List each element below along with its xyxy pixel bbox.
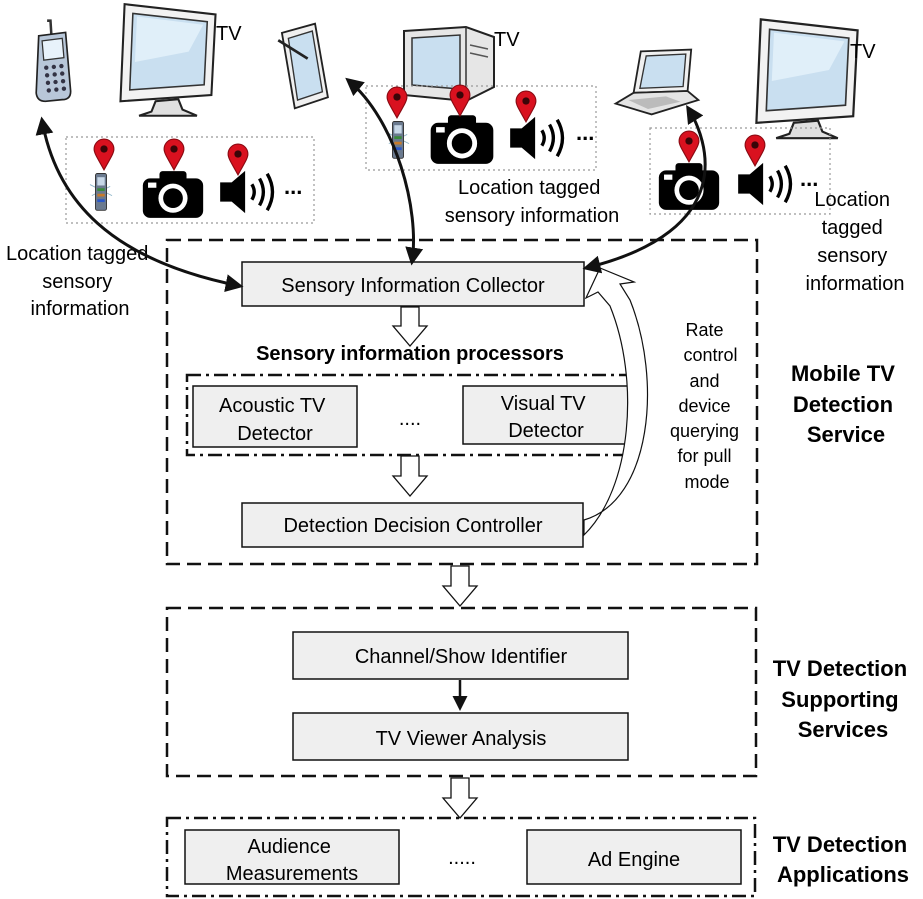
- channel-show-identifier[interactable]: Channel/Show Identifier: [292, 631, 629, 680]
- location-pin-icon: [163, 138, 185, 171]
- flow-arrow-hollow: [441, 565, 479, 608]
- collector-label: Sensory Information Collector: [281, 275, 545, 297]
- acoustic-tv-detector[interactable]: Acoustic TV Detector: [192, 385, 358, 448]
- tablet-icon: [276, 22, 330, 110]
- speaker-icon: [736, 161, 793, 207]
- ellipsis: ...: [576, 120, 594, 145]
- location-pin-icon: [515, 90, 537, 123]
- flow-arrow-hollow: [441, 777, 479, 820]
- tv-label: TV: [850, 41, 876, 63]
- processors-ellipsis: ....: [399, 408, 421, 430]
- ad-engine-label: Ad Engine: [588, 849, 680, 871]
- camera-icon: [430, 115, 494, 164]
- device-link-arrow: [582, 104, 707, 274]
- middle-caption: Location tagged sensory information: [445, 177, 620, 227]
- tv-label: TV: [494, 29, 520, 51]
- sensory-information-collector[interactable]: Sensory Information Collector: [241, 261, 585, 307]
- speaker-icon: [218, 169, 275, 215]
- right-caption: Location tagged sensory information: [806, 189, 905, 295]
- camera-icon: [658, 163, 720, 210]
- visual-tv-detector[interactable]: Visual TV Detector: [462, 385, 629, 445]
- applications-label: TV Detection Applications: [773, 832, 914, 887]
- decision-controller-label: Detection Decision Controller: [283, 515, 542, 537]
- applications-container: [165, 816, 757, 898]
- tv-viewer-analysis[interactable]: TV Viewer Analysis: [292, 712, 629, 761]
- tv-icon: [119, 3, 217, 117]
- supporting-services-label: TV Detection Supporting Services: [773, 656, 914, 742]
- sensor-icon: [89, 173, 113, 211]
- acoustic-detector-label: Acoustic TV Detector: [219, 395, 331, 445]
- channel-identifier-label: Channel/Show Identifier: [355, 646, 568, 668]
- tv-label: TV: [216, 23, 242, 45]
- audience-measurements[interactable]: Audience Measurements: [184, 829, 400, 885]
- location-pin-icon: [93, 138, 115, 171]
- ad-engine[interactable]: Ad Engine: [526, 829, 742, 885]
- visual-detector-label: Visual TV Detector: [501, 393, 591, 442]
- location-pin-icon: [678, 130, 700, 163]
- sensor-group-box: [649, 127, 831, 215]
- crt-tv-icon: [402, 25, 496, 103]
- applications-ellipsis: .....: [448, 847, 476, 869]
- audience-measurements-label: Audience Measurements: [226, 836, 358, 885]
- device-link-arrow: [35, 116, 244, 292]
- detection-decision-controller[interactable]: Detection Decision Controller: [241, 502, 584, 548]
- mobile-service-label: Mobile TV Detection Service: [791, 361, 901, 447]
- location-pin-icon: [386, 86, 408, 119]
- location-pin-icon: [227, 143, 249, 176]
- supporting-services-container: [165, 606, 758, 778]
- flow-arrow-hollow: [391, 455, 429, 498]
- laptop-icon: [614, 48, 700, 116]
- tv-icon: [755, 18, 859, 140]
- processors-title: Sensory information processors: [256, 343, 564, 365]
- rate-control-annotation: Rate control and device querying for pul…: [670, 320, 744, 492]
- phone-icon: [34, 19, 72, 103]
- speaker-icon: [508, 115, 565, 161]
- ellipsis: ...: [800, 166, 818, 191]
- camera-icon: [142, 171, 204, 218]
- mobile-tv-detection-service-container: [165, 238, 759, 566]
- device-link-arrow: [345, 77, 424, 266]
- ellipsis: ...: [284, 174, 302, 199]
- left-caption: Location tagged sensory information: [6, 243, 154, 320]
- location-pin-icon: [449, 84, 471, 117]
- location-pin-icon: [744, 134, 766, 167]
- flow-arrow-hollow: [391, 306, 429, 348]
- viewer-analysis-label: TV Viewer Analysis: [376, 728, 547, 750]
